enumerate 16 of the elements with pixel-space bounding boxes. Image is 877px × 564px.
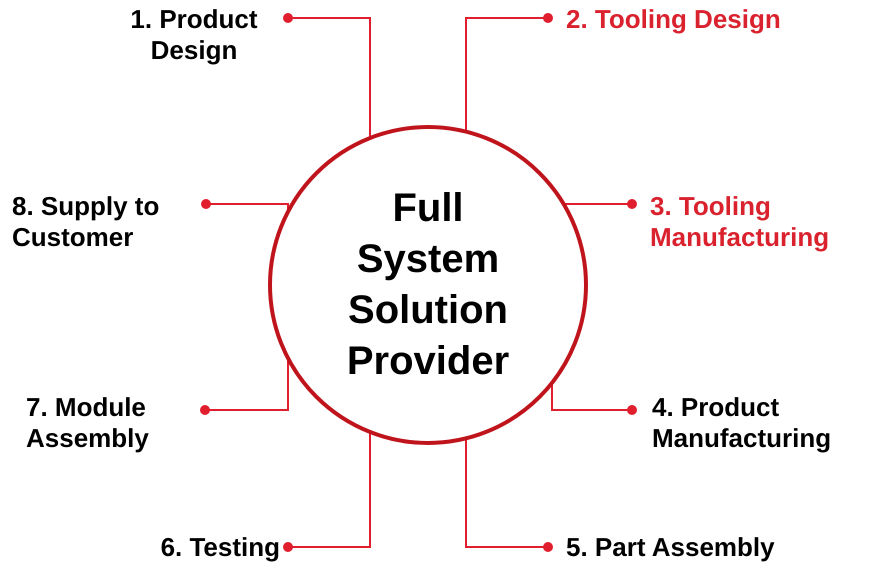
connector-line bbox=[201, 199, 289, 212]
step-label: 5. Part Assembly bbox=[566, 532, 846, 563]
step-label: 7. Module Assembly bbox=[26, 392, 198, 454]
step-label: 4. Product Manufacturing bbox=[652, 392, 876, 454]
step-label: 8. Supply to Customer bbox=[12, 191, 198, 253]
step-label: 1. Product Design bbox=[108, 4, 280, 66]
step-label: 2. Tooling Design bbox=[566, 4, 846, 35]
connector-line bbox=[283, 13, 371, 138]
circle-title: Full System Solution Provider bbox=[346, 185, 510, 385]
step-label: 6. Testing bbox=[110, 532, 280, 563]
connector-line bbox=[551, 382, 637, 415]
connector-line bbox=[465, 438, 553, 552]
connector-line bbox=[465, 13, 553, 132]
connector-line bbox=[283, 432, 371, 552]
step-label: 3. Tooling Manufacturing bbox=[650, 191, 876, 253]
connector-line bbox=[564, 199, 637, 209]
